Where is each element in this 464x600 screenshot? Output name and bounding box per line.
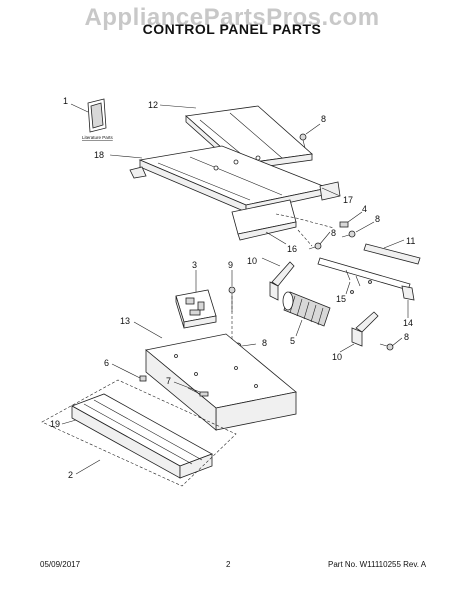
callout-8-right-b: 8 bbox=[331, 228, 336, 238]
callout-6: 6 bbox=[104, 358, 109, 368]
control-panel-frame[interactable] bbox=[71, 393, 213, 479]
part-7[interactable] bbox=[187, 387, 209, 397]
callout-15: 15 bbox=[336, 294, 346, 304]
callout-13: 13 bbox=[120, 316, 130, 326]
callout-5: 5 bbox=[290, 336, 295, 346]
right-rail[interactable] bbox=[363, 243, 421, 265]
control-board[interactable] bbox=[175, 289, 217, 329]
callout-16: 16 bbox=[287, 244, 297, 254]
lower-mount-bracket[interactable] bbox=[351, 311, 379, 347]
site-watermark: AppliancePartsPros.com bbox=[84, 4, 380, 31]
callout-12: 12 bbox=[148, 100, 158, 110]
callout-4: 4 bbox=[362, 204, 367, 214]
callout-7: 7 bbox=[166, 376, 171, 386]
part-6[interactable] bbox=[139, 375, 147, 382]
callout-3: 3 bbox=[192, 260, 197, 270]
front-trim-panel[interactable] bbox=[231, 199, 297, 241]
small-fasteners-15[interactable] bbox=[345, 269, 372, 294]
callout-8-lower-right: 8 bbox=[404, 332, 409, 342]
callout-14: 14 bbox=[403, 318, 413, 328]
footer-date: 05/09/2017 bbox=[40, 560, 81, 569]
screw-right-b[interactable] bbox=[308, 242, 322, 250]
upper-mount-bracket[interactable] bbox=[269, 261, 295, 301]
clip-4[interactable] bbox=[339, 221, 349, 228]
page-title: CONTROL PANEL PARTS bbox=[142, 21, 322, 37]
callout-2: 2 bbox=[68, 470, 73, 480]
literature-booklet[interactable]: Literature Parts bbox=[82, 98, 114, 140]
callout-8-top: 8 bbox=[321, 114, 326, 124]
callout-17: 17 bbox=[343, 195, 353, 205]
callout-8-mid: 8 bbox=[262, 338, 267, 348]
control-board-panel[interactable] bbox=[145, 333, 297, 431]
callout-19: 19 bbox=[50, 419, 60, 429]
literature-parts-label: Literature Parts bbox=[82, 135, 114, 140]
side-bracket[interactable] bbox=[319, 181, 341, 201]
footer-part-number: Part No. W11110255 Rev. A bbox=[328, 560, 427, 569]
callout-8-right-a: 8 bbox=[375, 214, 380, 224]
callout-10-upper: 10 bbox=[247, 256, 257, 266]
screw-right-a[interactable] bbox=[341, 230, 356, 238]
cooling-blower[interactable] bbox=[282, 291, 331, 327]
callout-9: 9 bbox=[228, 260, 233, 270]
callout-18: 18 bbox=[94, 150, 104, 160]
screw-lower-right[interactable] bbox=[379, 343, 394, 351]
footer-page-number: 2 bbox=[226, 560, 231, 569]
callout-11: 11 bbox=[406, 236, 415, 246]
lower-right-bracket[interactable] bbox=[317, 257, 415, 301]
callout-1: 1 bbox=[63, 96, 68, 106]
callout-10-lower: 10 bbox=[332, 352, 342, 362]
screw-top[interactable] bbox=[299, 133, 307, 149]
